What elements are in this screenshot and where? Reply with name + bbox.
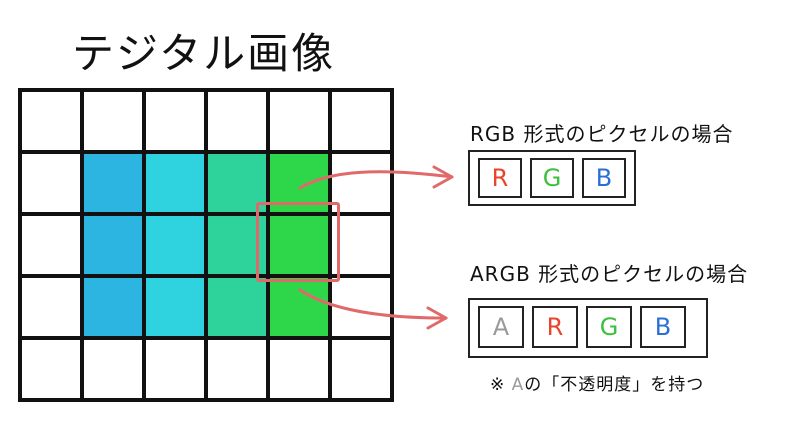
pixel-cell <box>84 154 142 212</box>
pixel-cell <box>332 340 390 398</box>
argb-label: ARGB 形式のピクセルの場合 <box>470 262 749 286</box>
pixel-cell <box>84 278 142 336</box>
page-title: テジタル画像 <box>72 29 336 78</box>
pixel-cell <box>270 216 328 274</box>
pixel-cell <box>146 340 204 398</box>
rgb-channel-r: R <box>478 158 522 198</box>
pixel-cell <box>22 154 80 212</box>
note-text: の「不透明度」を持つ <box>524 375 705 395</box>
pixel-cell <box>270 92 328 150</box>
pixel-cell <box>332 92 390 150</box>
pixel-cell <box>208 340 266 398</box>
arrow-to-rgb-head <box>432 165 454 189</box>
rgb-channel-g: G <box>530 158 574 198</box>
pixel-cell <box>84 340 142 398</box>
pixel-cell <box>22 340 80 398</box>
pixel-cell <box>270 278 328 336</box>
pixel-cell <box>270 340 328 398</box>
arrow-to-rgb <box>298 170 454 190</box>
pixel-cell <box>84 216 142 274</box>
argb-channel-r: R <box>532 306 578 348</box>
pixel-cell <box>332 216 390 274</box>
selected-pixel-highlight <box>256 202 340 282</box>
pixel-cell <box>146 92 204 150</box>
rgb-channel-b: B <box>582 158 626 198</box>
pixel-cell <box>22 92 80 150</box>
pixel-cell <box>208 92 266 150</box>
pixel-cell <box>146 216 204 274</box>
rgb-label: RGB 形式のピクセルの場合 <box>470 122 734 146</box>
pixel-cell <box>332 154 390 212</box>
argb-note: ※ Aの「不透明度」を持つ <box>490 370 704 395</box>
note-prefix: ※ <box>490 375 506 395</box>
argb-channel-g: G <box>586 306 632 348</box>
pixel-cell <box>146 154 204 212</box>
pixel-cell <box>22 278 80 336</box>
pixel-grid <box>18 88 394 402</box>
pixel-cell <box>22 216 80 274</box>
argb-channel-b: B <box>640 306 686 348</box>
arrow-to-argb <box>298 288 448 320</box>
argb-channel-a: A <box>478 306 524 348</box>
pixel-cell <box>208 278 266 336</box>
note-alpha-letter: A <box>511 375 525 395</box>
pixel-cell <box>146 278 204 336</box>
pixel-cell <box>84 92 142 150</box>
arrow-to-argb-head <box>426 306 448 330</box>
